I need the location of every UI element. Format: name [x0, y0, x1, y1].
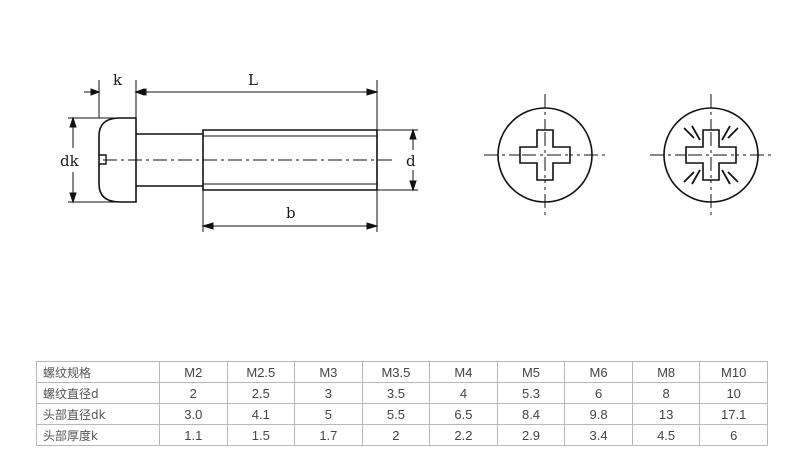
table-cell: 4.5	[631, 424, 701, 446]
pozidriv-cross-icon	[685, 129, 737, 181]
label-b: b	[286, 204, 296, 222]
pozidriv-recess-view	[650, 94, 772, 216]
table-cell: 3.5	[361, 382, 431, 404]
pozidriv-tick-marks	[683, 125, 739, 185]
dimension-L	[134, 80, 379, 130]
table-cell: 3	[294, 382, 363, 404]
row-label: 头部直径dk	[36, 403, 160, 425]
row-label: 螺纹规格	[36, 361, 160, 383]
label-k: k	[113, 71, 123, 89]
table-cell: 6	[699, 424, 768, 446]
table-cell: 4.1	[226, 403, 296, 425]
table-cell: M8	[631, 361, 701, 383]
table-cell: 8	[631, 382, 701, 404]
table-cell: 10	[699, 382, 768, 404]
table-cell: M2	[159, 361, 228, 383]
dimension-dk	[68, 116, 120, 204]
table-cell: M10	[699, 361, 768, 383]
label-d: d	[406, 152, 416, 170]
label-dk: dk	[60, 152, 80, 170]
table-cell: M5	[496, 361, 566, 383]
table-cell: 2.2	[429, 424, 498, 446]
table-cell: 4	[429, 382, 498, 404]
table-cell: 1.1	[159, 424, 228, 446]
table-cell: M6	[564, 361, 633, 383]
table-cell: 3.4	[564, 424, 633, 446]
table-cell: 5.3	[496, 382, 566, 404]
dimension-b	[201, 190, 379, 232]
table-cell: 3.0	[159, 403, 228, 425]
phillips-cross-icon	[519, 129, 571, 181]
row-label: 头部厚度k	[36, 424, 160, 446]
table-cell: 6.5	[429, 403, 498, 425]
table-cell: 8.4	[496, 403, 566, 425]
table-cell: 2.5	[226, 382, 296, 404]
table-cell: M2.5	[226, 361, 296, 383]
table-cell: 5	[294, 403, 363, 425]
table-cell: 2	[159, 382, 228, 404]
row-label: 螺纹直径d	[36, 382, 160, 404]
table-cell: M3	[294, 361, 363, 383]
table-cell: 6	[564, 382, 633, 404]
phillips-recess-view	[484, 94, 606, 216]
table-cell: 5.5	[361, 403, 431, 425]
dimension-d	[377, 128, 418, 192]
table-cell: 1.7	[294, 424, 363, 446]
table-cell: 2.9	[496, 424, 566, 446]
label-L: L	[248, 71, 258, 89]
table-cell: 9.8	[564, 403, 633, 425]
table-cell: 17.1	[699, 403, 768, 425]
table-cell: 1.5	[226, 424, 296, 446]
table-cell: M4	[429, 361, 498, 383]
table-cell: M3.5	[361, 361, 431, 383]
table-cell: 13	[631, 403, 701, 425]
table-cell: 2	[361, 424, 431, 446]
screw-technical-drawing: k L dk d b	[60, 71, 772, 232]
